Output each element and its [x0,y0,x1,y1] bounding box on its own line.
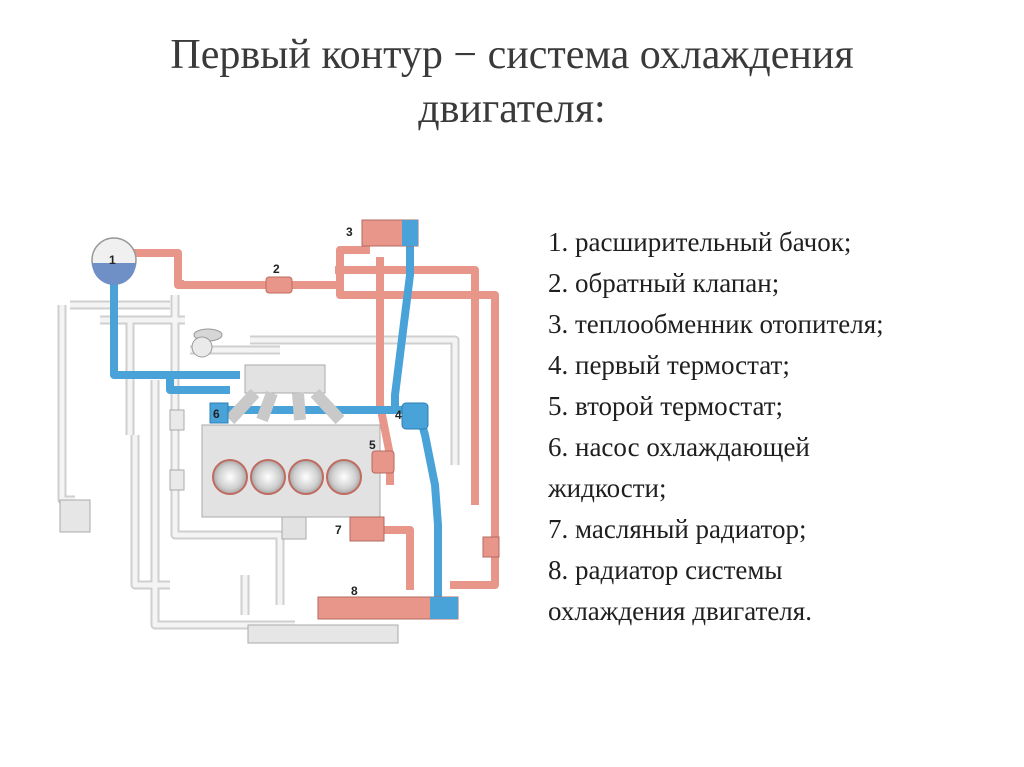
legend-item: 1. расширительный бачок; [548,227,852,257]
pressure-cap [191,328,223,358]
legend-item: 5. второй термостат; [548,391,784,421]
oil-cooler: 7 [335,516,385,542]
label-5: 5 [369,438,376,452]
label-2: 2 [273,262,280,276]
label-3: 3 [346,225,353,239]
coolant-pump: 6 [209,402,229,424]
label-4: 4 [395,408,402,422]
second-thermostat: 5 [369,438,395,474]
label-1: 1 [109,253,116,267]
heater-core: 3 [346,219,419,247]
component-legend: 1. расширительный бачок; 2. обратный кла… [548,222,1008,632]
legend-item: 7. масляный радиатор; [548,514,807,544]
legend-item: 3. теплообменник отопителя; [548,309,884,339]
title-line-1: Первый контур − система охлаждения [170,32,854,78]
legend-item: охлаждения двигателя. [548,596,812,626]
legend-item: 6. насос охлаждающей [548,432,810,462]
legend-item: 4. первый термостат; [548,350,790,380]
label-6: 6 [213,407,220,421]
check-valve: 2 [265,262,293,294]
legend-item: жидкости; [548,473,667,503]
label-8: 8 [351,584,358,598]
legend-item: 8. радиатор системы [548,555,783,585]
label-7: 7 [335,523,342,537]
expansion-tank: 1 [91,237,137,285]
legend-item: 2. обратный клапан; [548,268,780,298]
title-line-2: двигателя: [418,86,606,132]
engine-radiator: 8 [317,584,459,620]
slide-title: Первый контур − система охлаждения двига… [0,28,1024,136]
first-thermostat: 4 [395,402,429,430]
auxiliary-boxes [59,409,500,644]
cooling-system-diagram: 1 2 3 4 5 6 [57,219,500,644]
